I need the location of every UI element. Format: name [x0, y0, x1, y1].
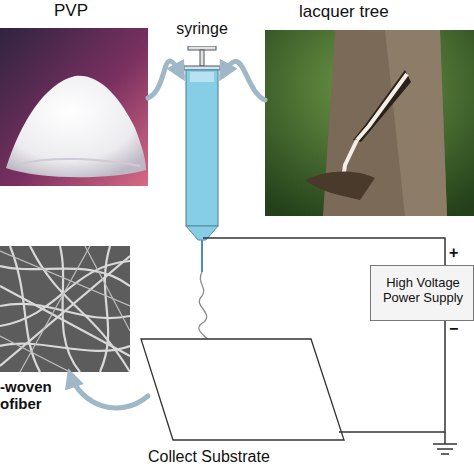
polarity-sign: +: [449, 244, 458, 262]
node-label: syringe: [152, 20, 252, 38]
electric-wire: [339, 321, 445, 432]
process-arrow: [70, 374, 148, 408]
photo-panel: lacquer tree: [265, 30, 474, 216]
box-text: High Voltage Power Supply: [375, 276, 471, 306]
collector-plate: Collect Substrate: [140, 336, 345, 442]
power-supply-box: High Voltage Power Supply: [370, 265, 474, 321]
node-label: -woven ofiber: [0, 378, 62, 413]
ground-symbol: [433, 432, 457, 454]
process-arrow: [148, 61, 182, 98]
polarity-sign: −: [449, 320, 458, 338]
node-label: Collect Substrate: [148, 448, 338, 466]
electric-wire: [222, 238, 445, 265]
sem-image: -woven ofiber: [0, 246, 130, 372]
process-arrow: [222, 61, 265, 100]
node-outline: [182, 46, 222, 272]
photo-panel: PVP: [0, 28, 148, 186]
node-outline: [140, 336, 345, 442]
node-label: PVP: [54, 1, 114, 21]
node-outline: [0, 28, 148, 186]
node-outline: [265, 30, 474, 216]
node-outline: [0, 246, 130, 372]
syringe-symbol: syringe: [182, 46, 222, 272]
node-label: lacquer tree: [299, 2, 429, 22]
